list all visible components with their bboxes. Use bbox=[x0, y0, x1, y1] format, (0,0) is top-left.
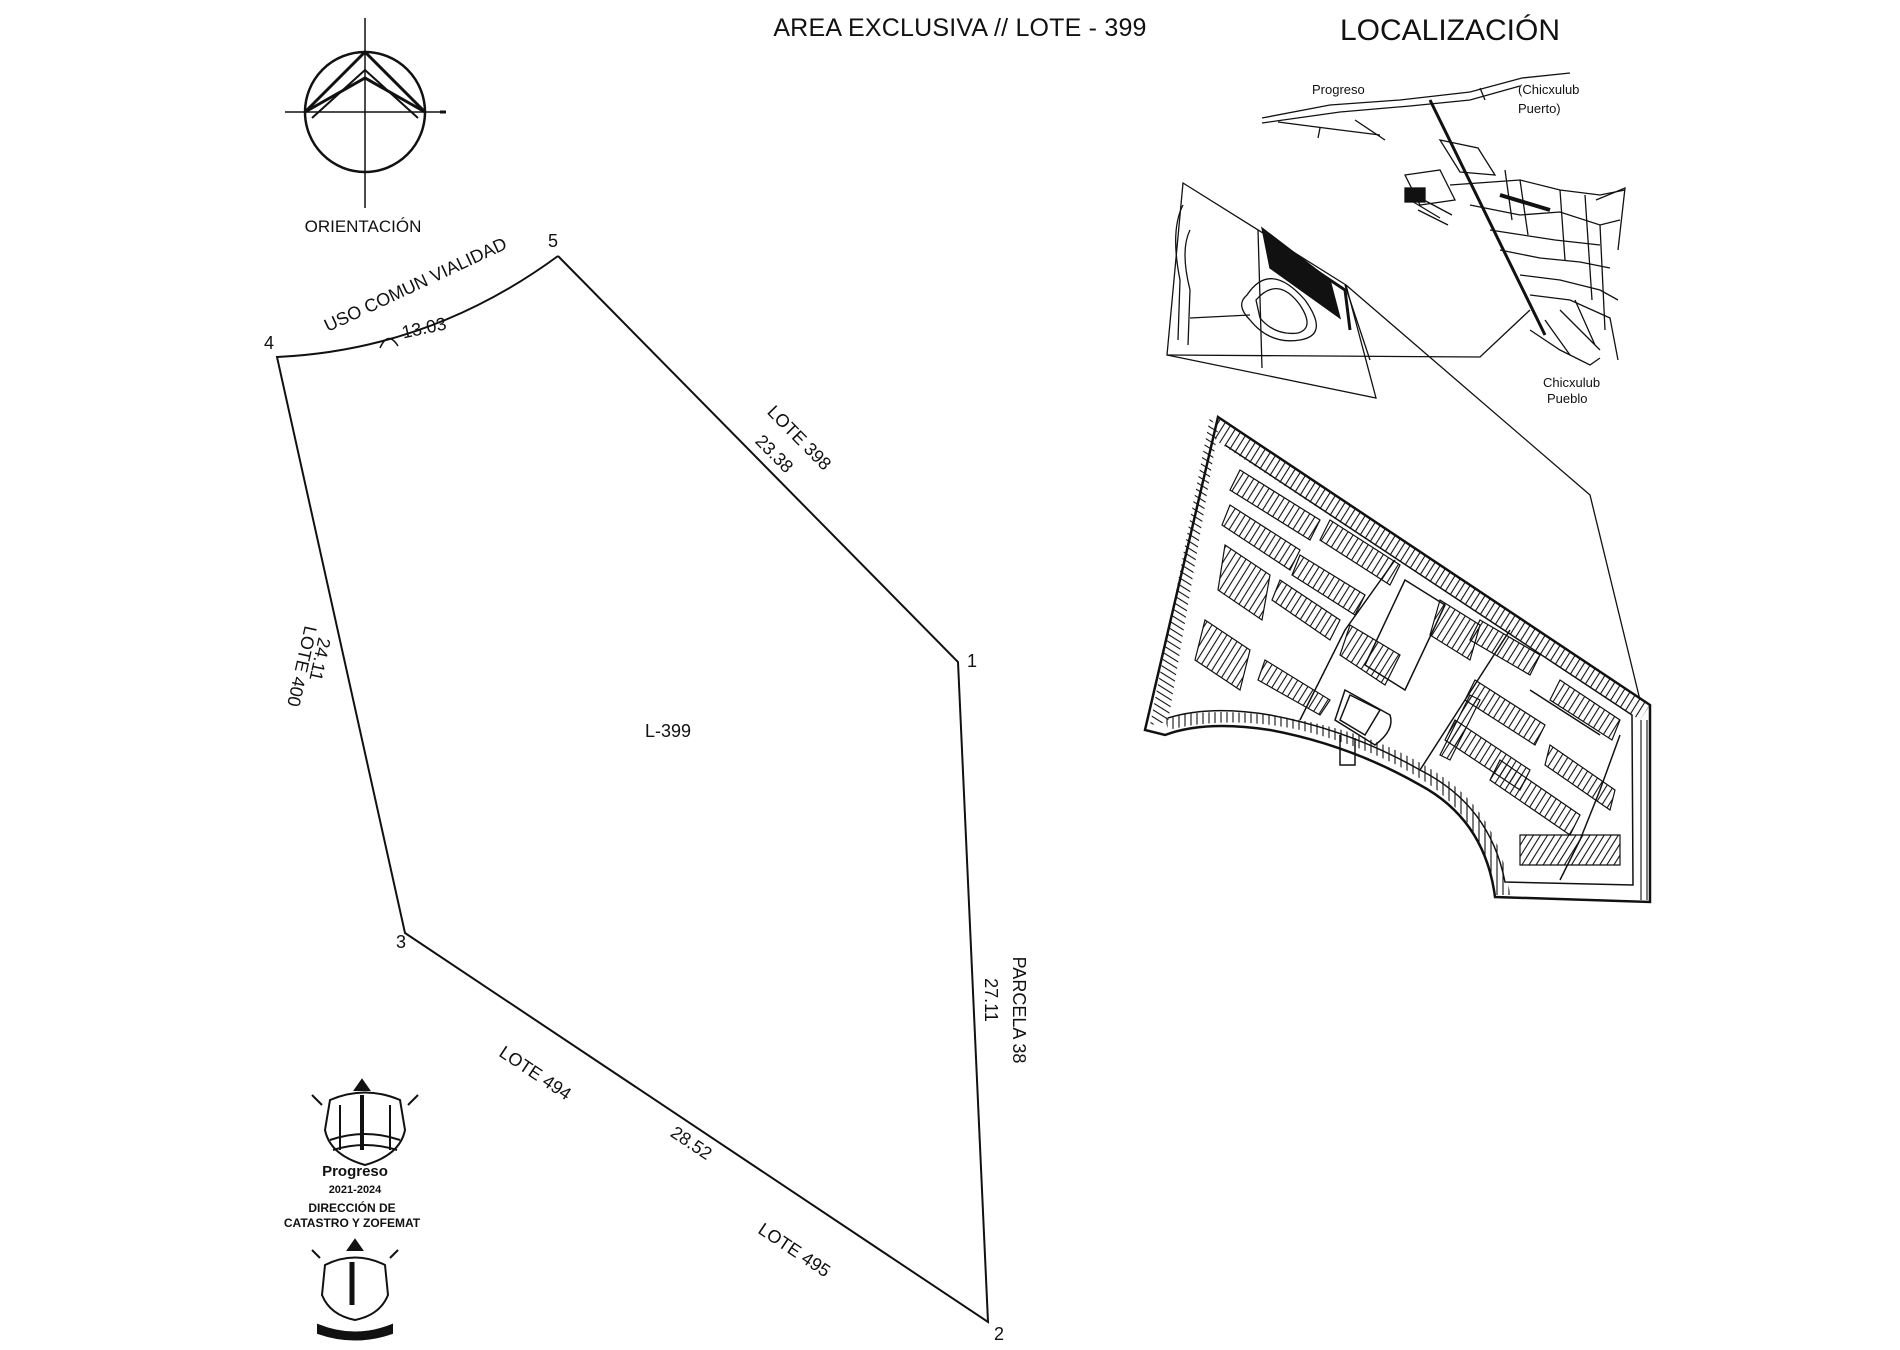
boundary-lote494-length: 28.52 bbox=[667, 1122, 716, 1164]
municipal-seal-icon bbox=[311, 1078, 419, 1167]
zofemat-seal-icon bbox=[311, 1238, 399, 1341]
compass-label: ORIENTACIÓN bbox=[305, 217, 422, 236]
place-chicxulub-pueblo-2: Pueblo bbox=[1547, 391, 1587, 406]
place-chicxulub-puerto-2: Puerto) bbox=[1518, 101, 1561, 116]
lot-label: L-399 bbox=[645, 721, 691, 741]
vertex-2: 2 bbox=[994, 1324, 1004, 1344]
location-map bbox=[1166, 72, 1641, 701]
seal-dept-line2: CATASTRO Y ZOFEMAT bbox=[284, 1216, 421, 1230]
place-progreso: Progreso bbox=[1312, 82, 1365, 97]
vertex-3: 3 bbox=[396, 932, 406, 952]
lot-boundary bbox=[275, 255, 990, 1324]
boundary-lote494-name: LOTE 494 bbox=[496, 1042, 575, 1104]
vertex-5: 5 bbox=[548, 231, 558, 251]
place-chicxulub-pueblo-1: Chicxulub bbox=[1543, 375, 1600, 390]
seal-period: 2021-2024 bbox=[329, 1184, 382, 1196]
boundary-parcela38-length: 27.11 bbox=[981, 978, 1001, 1022]
subdivision-plan bbox=[1143, 414, 1652, 904]
north-compass-icon bbox=[285, 18, 446, 208]
vertex-4: 4 bbox=[264, 333, 274, 353]
place-chicxulub-puerto-1: (Chicxulub bbox=[1518, 82, 1579, 97]
boundary-road-length: 13.03 bbox=[400, 314, 448, 343]
location-title: LOCALIZACIÓN bbox=[1339, 14, 1561, 47]
seal-dept-line1: DIRECCIÓN DE bbox=[308, 1200, 395, 1215]
boundary-parcela38-name: PARCELA 38 bbox=[1009, 957, 1029, 1064]
vertex-1: 1 bbox=[967, 651, 977, 671]
arc-symbol-icon bbox=[379, 337, 399, 349]
seal-name: Progreso bbox=[322, 1163, 388, 1180]
boundary-lote495-name: LOTE 495 bbox=[755, 1219, 834, 1281]
drawing-title: AREA EXCLUSIVA // LOTE - 399 bbox=[773, 14, 1147, 42]
